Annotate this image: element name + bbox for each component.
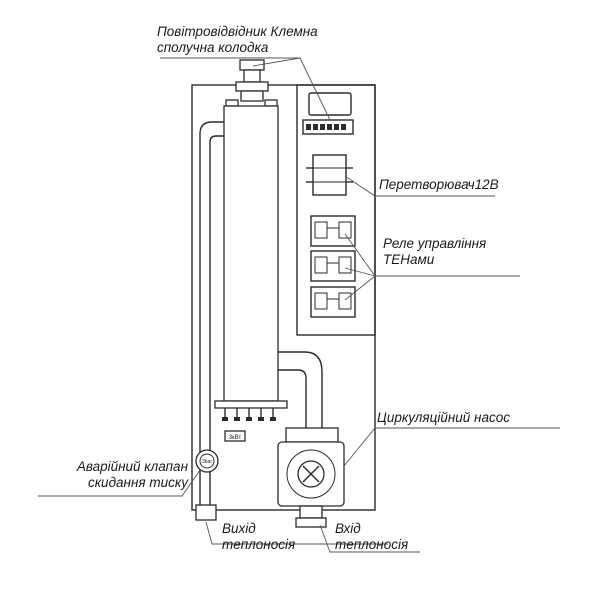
- label-outlet-1: Вихід: [222, 521, 256, 536]
- label-relay-1: Реле управління: [383, 236, 486, 251]
- leader-lines: [38, 57, 560, 553]
- label-inlet-1: Вхід: [335, 521, 361, 536]
- label-air-vent-terminal-2: сполучна колодка: [157, 40, 269, 55]
- label-relay-2: ТЕНами: [383, 252, 435, 267]
- air-vent: [225, 59, 278, 107]
- outlet-pipe: [199, 121, 224, 520]
- safety-valve: 3bar: [195, 449, 219, 473]
- heater-flange: [214, 400, 288, 421]
- label-valve-1: Аварійний клапан: [76, 459, 189, 474]
- svg-text:3bar: 3bar: [202, 459, 212, 465]
- relay-2: [310, 250, 356, 282]
- inlet-connector: [295, 505, 327, 528]
- label-pump: Циркуляційний насос: [377, 410, 510, 425]
- relay-1: [310, 215, 356, 247]
- label-valve-2: скидання тиску: [88, 475, 189, 490]
- svg-text:3кВт: 3кВт: [229, 435, 242, 441]
- label-inlet-2: теплоносія: [335, 537, 408, 552]
- outlet-connector: [195, 504, 217, 521]
- heater-power-tag: 3кВт: [224, 430, 246, 442]
- terminal-block: [302, 119, 354, 135]
- display-window: [308, 92, 352, 116]
- relay-3: [310, 286, 356, 318]
- circulation-pump: [277, 427, 345, 507]
- pump-pipe: [278, 351, 323, 428]
- label-outlet-2: теплоносія: [222, 537, 295, 552]
- heater-tube: [223, 105, 279, 402]
- label-air-vent-terminal-1: Повітровідвідник Клемна: [157, 24, 318, 39]
- converter-12v: [306, 154, 353, 196]
- label-converter: Перетворювач12В: [379, 177, 499, 192]
- control-panel: [296, 84, 376, 336]
